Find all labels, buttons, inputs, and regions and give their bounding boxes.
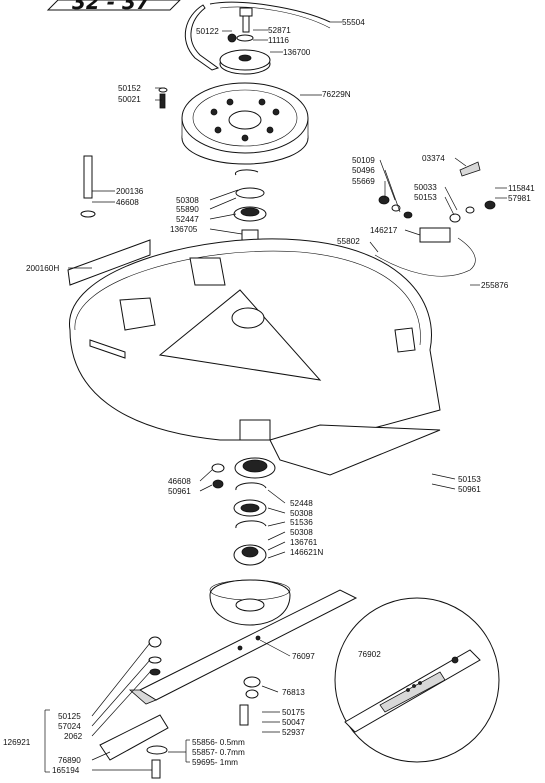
cable-part — [374, 161, 496, 277]
label-76813: 76813 — [282, 688, 305, 697]
label-50308-upper: 50308 — [176, 196, 199, 205]
label-146217: 146217 — [370, 226, 398, 235]
label-255876: 255876 — [481, 281, 509, 290]
detail-view-circle — [334, 597, 500, 763]
diagram-title-box: 32 - 37 — [46, 0, 181, 14]
label-55504: 55504 — [342, 18, 365, 27]
label-50122: 50122 — [196, 27, 219, 36]
label-50033: 50033 — [414, 183, 437, 192]
label-52871: 52871 — [268, 26, 291, 35]
label-55890: 55890 — [176, 205, 199, 214]
label-52937: 52937 — [282, 728, 305, 737]
lower-spindle-stack — [211, 457, 276, 566]
leader-lines — [44, 21, 507, 773]
label-146621N: 146621N — [290, 548, 323, 557]
label-50021: 50021 — [118, 95, 141, 104]
blade-hardware — [99, 636, 261, 779]
label-50308-lower-a: 50308 — [290, 509, 313, 518]
label-50961-right: 50961 — [458, 485, 481, 494]
label-136705: 136705 — [170, 225, 198, 234]
label-115841: 115841 — [508, 184, 535, 193]
label-55802: 55802 — [337, 237, 360, 246]
pulley-part — [181, 82, 309, 165]
belt-part — [184, 1, 331, 71]
label-165194: 165194 — [52, 766, 80, 775]
pulley-bolt-part — [158, 87, 168, 109]
label-50961-left: 50961 — [168, 487, 191, 496]
diagram-code: 32 - 37 — [72, 0, 150, 14]
label-50125: 50125 — [58, 712, 81, 721]
label-51536: 51536 — [290, 518, 313, 527]
label-11116: 11116 — [268, 36, 289, 45]
mower-deck-part — [67, 238, 441, 476]
label-50047: 50047 — [282, 718, 305, 727]
pin-part — [80, 155, 96, 218]
label-136700: 136700 — [283, 48, 311, 57]
label-76890: 76890 — [58, 756, 81, 765]
label-03374: 03374 — [422, 154, 445, 163]
label-200160H: 200160H — [26, 264, 59, 273]
label-50153-upper: 50153 — [414, 193, 437, 202]
label-50308-lower-b: 50308 — [290, 528, 313, 537]
label-50153-lower: 50153 — [458, 475, 481, 484]
label-2062: 2062 — [64, 732, 83, 741]
label-76229N: 76229N — [322, 90, 351, 99]
part-labels: 55504 50122 52871 11116 136700 50152 500… — [3, 18, 535, 775]
label-46608-upper: 46608 — [116, 198, 139, 207]
blade-carrier-part — [209, 579, 291, 626]
label-76097: 76097 — [292, 652, 315, 661]
label-46608-lower: 46608 — [168, 477, 191, 486]
top-bolt-part — [227, 7, 254, 43]
label-50109: 50109 — [352, 156, 375, 165]
label-200136: 200136 — [116, 187, 144, 196]
label-59695: 59695- 1mm — [192, 758, 238, 767]
label-50496: 50496 — [352, 166, 375, 175]
label-57981: 57981 — [508, 194, 531, 203]
label-76902: 76902 — [358, 650, 381, 659]
label-55857: 55857- 0.7mm — [192, 748, 245, 757]
label-55856: 55856- 0.5mm — [192, 738, 245, 747]
label-126921: 126921 — [3, 738, 31, 747]
label-50175: 50175 — [282, 708, 305, 717]
blade-part — [128, 589, 358, 705]
hub-part — [219, 49, 271, 75]
label-57024: 57024 — [58, 722, 81, 731]
label-52447: 52447 — [176, 215, 199, 224]
label-55669: 55669 — [352, 177, 375, 186]
label-136761: 136761 — [290, 538, 318, 547]
label-52448: 52448 — [290, 499, 313, 508]
label-50152: 50152 — [118, 84, 141, 93]
